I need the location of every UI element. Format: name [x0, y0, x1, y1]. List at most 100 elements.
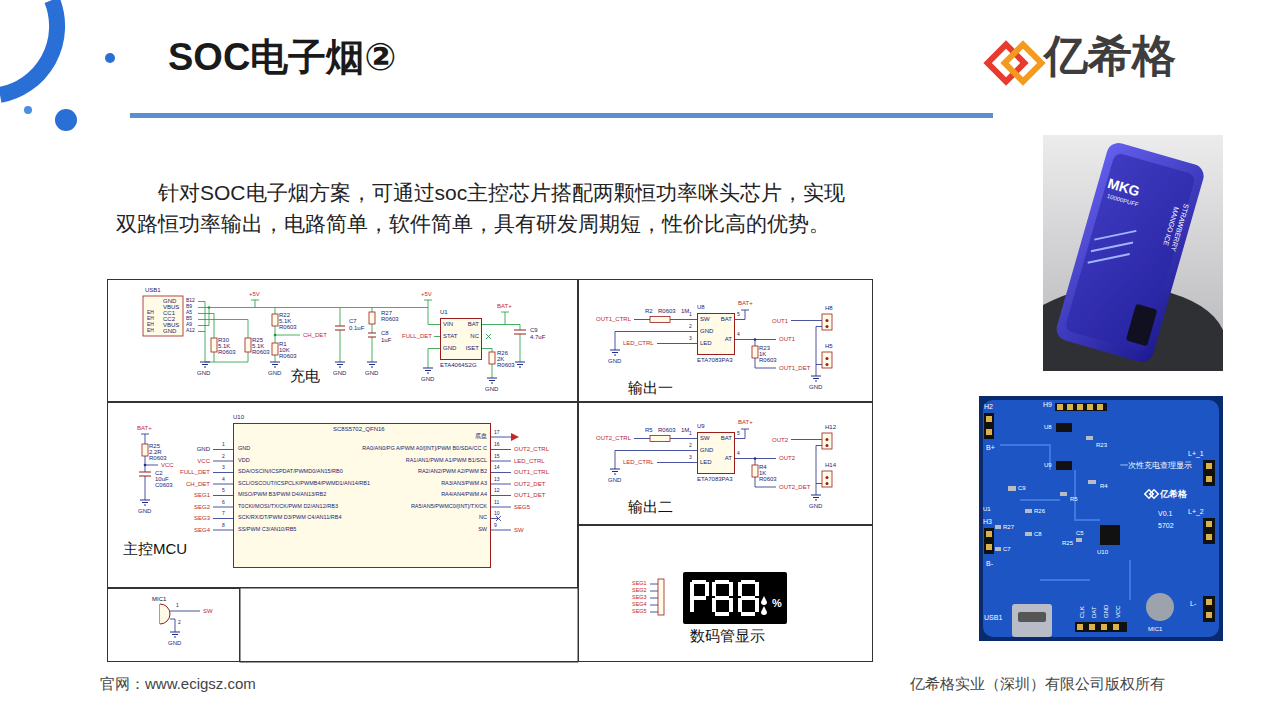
microphone-circuit: [160, 604, 170, 624]
pcb-silkscreen: L+_1: [1188, 450, 1204, 457]
pcb-photo: [1056, 423, 1072, 432]
schematic-label: 1K: [759, 470, 766, 476]
pin-label: 底盘: [475, 434, 487, 440]
pin-label: BAT: [721, 435, 732, 441]
pcb-photo: [1055, 403, 1107, 411]
schematic-label: FULL_DET: [402, 333, 432, 339]
chip-box: U9SWGNDLEDBATATETA7083PA312354: [697, 432, 735, 474]
schematic-label: 5.1K: [279, 318, 291, 324]
pcb-photo: [1000, 445, 1130, 600]
pin-label: RA5/AN5/PWMC0/[INT]/TX/CK: [411, 504, 487, 510]
pin-label: RA1/AN1/PWM A1/PWM B1/SCL: [406, 458, 487, 464]
schematic-label: R25: [149, 443, 160, 449]
pcb-photo: [1075, 622, 1127, 632]
schematic-label: C2: [155, 470, 163, 476]
schematic-label: BAT+: [497, 303, 512, 309]
pcb-photo: [1150, 490, 1158, 498]
schematic-frame: [108, 280, 873, 663]
display-circuit: [729, 582, 733, 596]
product-photo: [1043, 135, 1223, 371]
pcb-photo: [1077, 404, 1083, 410]
pcb-photo: [1067, 404, 1073, 410]
panel-title: 输出一: [628, 380, 673, 395]
schematic-label: LED_CTRL: [514, 458, 545, 464]
schematic-label: H14: [825, 462, 836, 468]
panel-title: 数码管显示: [690, 628, 765, 643]
pcb-photo: [986, 429, 992, 435]
schematic-label: R1: [279, 341, 287, 347]
pcb-silkscreen: R4: [1100, 483, 1108, 489]
charging-circuit: [143, 296, 183, 336]
schematic-label: R0603: [658, 427, 676, 433]
schematic-label: GND: [365, 370, 378, 376]
pcb-silkscreen: B-: [986, 560, 993, 567]
display-circuit: [705, 582, 709, 596]
schematic-label: EH: [147, 316, 154, 321]
pcb-silkscreen: L+_2: [1188, 508, 1204, 515]
display-circuit: [741, 580, 755, 584]
charging-circuit: [211, 338, 217, 352]
pin-label: BAT: [468, 321, 479, 327]
pin-label: 3: [222, 465, 225, 470]
pin-label: VDD: [238, 458, 250, 464]
pin-label: SS/PWM C3/AN10/RB5: [238, 527, 296, 533]
schematic-panel: 数码管显示: [578, 525, 873, 662]
pcb-photo: [983, 400, 1219, 637]
pcb-photo: [1203, 596, 1215, 622]
schematic-label: OUT1: [779, 336, 795, 342]
display-circuit: [715, 596, 729, 600]
display-circuit: [692, 580, 706, 584]
output-circuit: [822, 314, 832, 330]
schematic-label: OUT2_CTRL: [514, 446, 549, 452]
schematic-label: H5: [825, 343, 833, 349]
schematic-label: GND: [809, 384, 822, 390]
pcb-silkscreen: 亿希格: [1160, 490, 1187, 499]
pin-label: 4: [737, 332, 740, 337]
pin-label: RA3/AN3/PWM A3: [441, 481, 487, 487]
charging-circuit: [423, 368, 433, 373]
pcb-silkscreen: C7: [1003, 546, 1011, 552]
schematic-label: OUT2_DET: [514, 481, 545, 487]
pin-label: ETA4064S2G: [440, 362, 477, 368]
schematic-label: SEG1: [194, 492, 210, 498]
output-circuit: [752, 346, 758, 358]
display-circuit: [741, 612, 755, 616]
pcb-silkscreen: U9: [1044, 462, 1052, 468]
pin-label: 4: [222, 477, 225, 482]
schematic-label: 5.1K: [252, 343, 264, 349]
panel-title: MIC1: [152, 596, 166, 602]
pin-label: 7: [222, 511, 225, 516]
schematic-label: R0603: [381, 316, 399, 322]
pcb-photo: [1076, 538, 1082, 542]
product-photo: [1088, 220, 1137, 273]
output-circuit: [615, 310, 822, 376]
pcb-silkscreen: H2: [984, 403, 993, 410]
pcb-silkscreen: U10: [1097, 549, 1108, 555]
corner-decoration: [105, 53, 115, 63]
schematic-label: 4.7uF: [530, 334, 545, 340]
pin-label: 6: [222, 500, 225, 505]
schematic-label: EH: [147, 322, 154, 327]
schematic-label: R22: [279, 312, 290, 318]
pin-label: MISO/PWM B3/PWM D4/AN13/RB2: [238, 492, 326, 498]
pcb-silkscreen: U1: [983, 506, 991, 512]
pcb-silkscreen: C9: [1018, 485, 1026, 491]
schematic-panel: 充电U1VINSTATGNDBATNCISETETA4064S2G: [107, 279, 578, 402]
schematic-label: R0603: [279, 324, 297, 330]
schematic-label: SEG4: [194, 527, 210, 533]
output-circuit: [610, 350, 620, 355]
pin-label: 3: [689, 455, 692, 460]
pcb-photo: [979, 396, 1223, 641]
pin-label: GND: [238, 446, 250, 452]
pin-label: NC: [479, 515, 487, 521]
schematic-label: H8: [825, 305, 833, 311]
pin-label: ETA7083PA3: [697, 357, 732, 363]
pin-label: 8: [222, 523, 225, 528]
schematic-label: BAT+: [738, 300, 753, 306]
pin-label: U8: [697, 304, 705, 310]
schematic-label: SEG2: [632, 588, 647, 594]
logo-icon: [1005, 45, 1042, 82]
mcu-circuit: [496, 516, 501, 521]
pin-label: 5: [222, 488, 225, 493]
